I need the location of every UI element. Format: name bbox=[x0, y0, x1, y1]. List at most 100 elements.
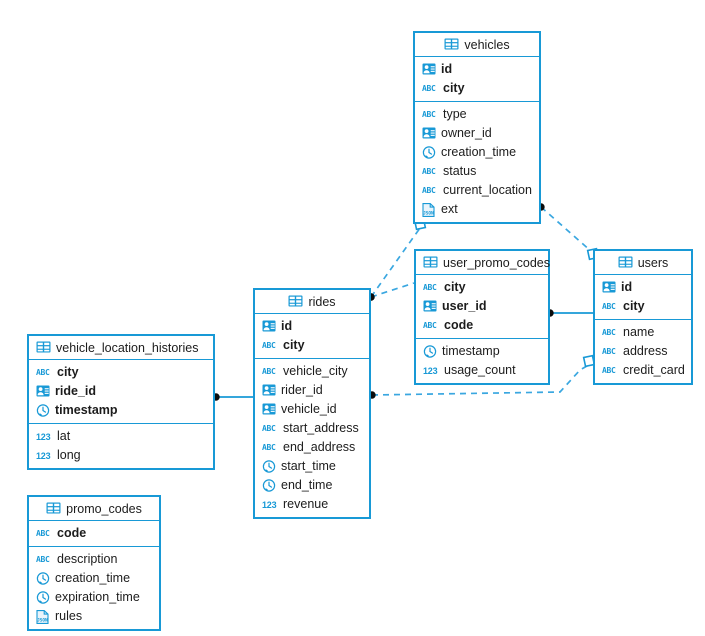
column-label: start_time bbox=[281, 459, 336, 474]
column-row-status[interactable]: ABC status bbox=[415, 162, 539, 181]
abc-type-icon: ABC bbox=[262, 367, 276, 376]
clock-icon bbox=[422, 146, 436, 159]
column-label: usage_count bbox=[444, 363, 516, 378]
column-row-id[interactable]: id bbox=[415, 60, 539, 79]
json-icon: JSON bbox=[422, 203, 436, 217]
abc-type-icon: ABC bbox=[262, 424, 276, 433]
column-row-expiration_time[interactable]: expiration_time bbox=[29, 588, 159, 607]
column-row-vehicle_city[interactable]: ABC vehicle_city bbox=[255, 362, 369, 381]
column-label: city bbox=[57, 365, 79, 380]
column-label: lat bbox=[57, 429, 71, 444]
abc-type-icon: ABC bbox=[262, 341, 276, 350]
table-title-promo_codes: promo_codes bbox=[29, 497, 159, 521]
column-label: code bbox=[57, 526, 87, 541]
table-name-label: users bbox=[637, 255, 669, 270]
column-row-ride_id[interactable]: ride_id bbox=[29, 382, 213, 401]
column-row-creation_time[interactable]: creation_time bbox=[415, 143, 539, 162]
column-row-city[interactable]: ABC city bbox=[29, 363, 213, 382]
relationship-line-vehicles-users bbox=[540, 206, 593, 253]
column-label: city bbox=[623, 299, 645, 314]
table-icon bbox=[46, 502, 61, 515]
table-name-label: vehicles bbox=[464, 37, 510, 52]
key-id-icon bbox=[423, 300, 437, 313]
column-row-id[interactable]: id bbox=[255, 317, 369, 336]
number-type-icon: 123 bbox=[36, 450, 51, 461]
abc-type-icon: ABC bbox=[423, 321, 437, 330]
abc-type-icon: ABC bbox=[36, 368, 50, 377]
column-row-creation_time[interactable]: creation_time bbox=[29, 569, 159, 588]
column-row-timestamp[interactable]: timestamp bbox=[29, 401, 213, 420]
abc-type-icon: ABC bbox=[36, 555, 50, 564]
column-row-revenue[interactable]: 123 revenue bbox=[255, 495, 369, 514]
column-row-timestamp[interactable]: timestamp bbox=[416, 342, 548, 361]
column-label: ext bbox=[441, 202, 458, 217]
column-label: start_address bbox=[283, 421, 359, 436]
key-id-icon bbox=[262, 320, 276, 333]
column-row-start_time[interactable]: start_time bbox=[255, 457, 369, 476]
column-label: status bbox=[443, 164, 477, 179]
abc-type-icon: ABC bbox=[422, 167, 436, 176]
column-row-user_id[interactable]: user_id bbox=[416, 297, 548, 316]
column-label: id bbox=[621, 280, 633, 295]
table-title-users: users bbox=[595, 251, 691, 275]
column-label: creation_time bbox=[55, 571, 131, 586]
abc-type-icon: ABC bbox=[602, 347, 616, 356]
column-row-id[interactable]: id bbox=[595, 278, 691, 297]
column-label: revenue bbox=[283, 497, 329, 512]
table-name-label: rides bbox=[308, 294, 336, 309]
table-title-vehicles: vehicles bbox=[415, 33, 539, 57]
column-row-start_address[interactable]: ABC start_address bbox=[255, 419, 369, 438]
column-label: description bbox=[57, 552, 118, 567]
table-name-label: user_promo_codes bbox=[443, 255, 551, 270]
column-label: creation_time bbox=[441, 145, 517, 160]
number-type-icon: 123 bbox=[262, 499, 277, 510]
relationship-line-rides-user_promo_codes bbox=[370, 282, 415, 298]
column-label: id bbox=[281, 319, 293, 334]
table-icon bbox=[423, 256, 438, 269]
column-label: city bbox=[444, 280, 466, 295]
column-row-vehicle_id[interactable]: vehicle_id bbox=[255, 400, 369, 419]
clock-icon bbox=[262, 479, 276, 492]
column-row-rules[interactable]: JSON rules bbox=[29, 607, 159, 626]
column-row-description[interactable]: ABC description bbox=[29, 550, 159, 569]
column-row-rider_id[interactable]: rider_id bbox=[255, 381, 369, 400]
table-icon bbox=[288, 295, 303, 308]
column-label: rules bbox=[55, 609, 83, 624]
column-label: vehicle_city bbox=[283, 364, 348, 379]
key-id-icon bbox=[262, 384, 276, 397]
column-row-end_time[interactable]: end_time bbox=[255, 476, 369, 495]
column-row-owner_id[interactable]: owner_id bbox=[415, 124, 539, 143]
column-row-ext[interactable]: JSON ext bbox=[415, 200, 539, 219]
svg-text:JSON: JSON bbox=[37, 617, 48, 623]
